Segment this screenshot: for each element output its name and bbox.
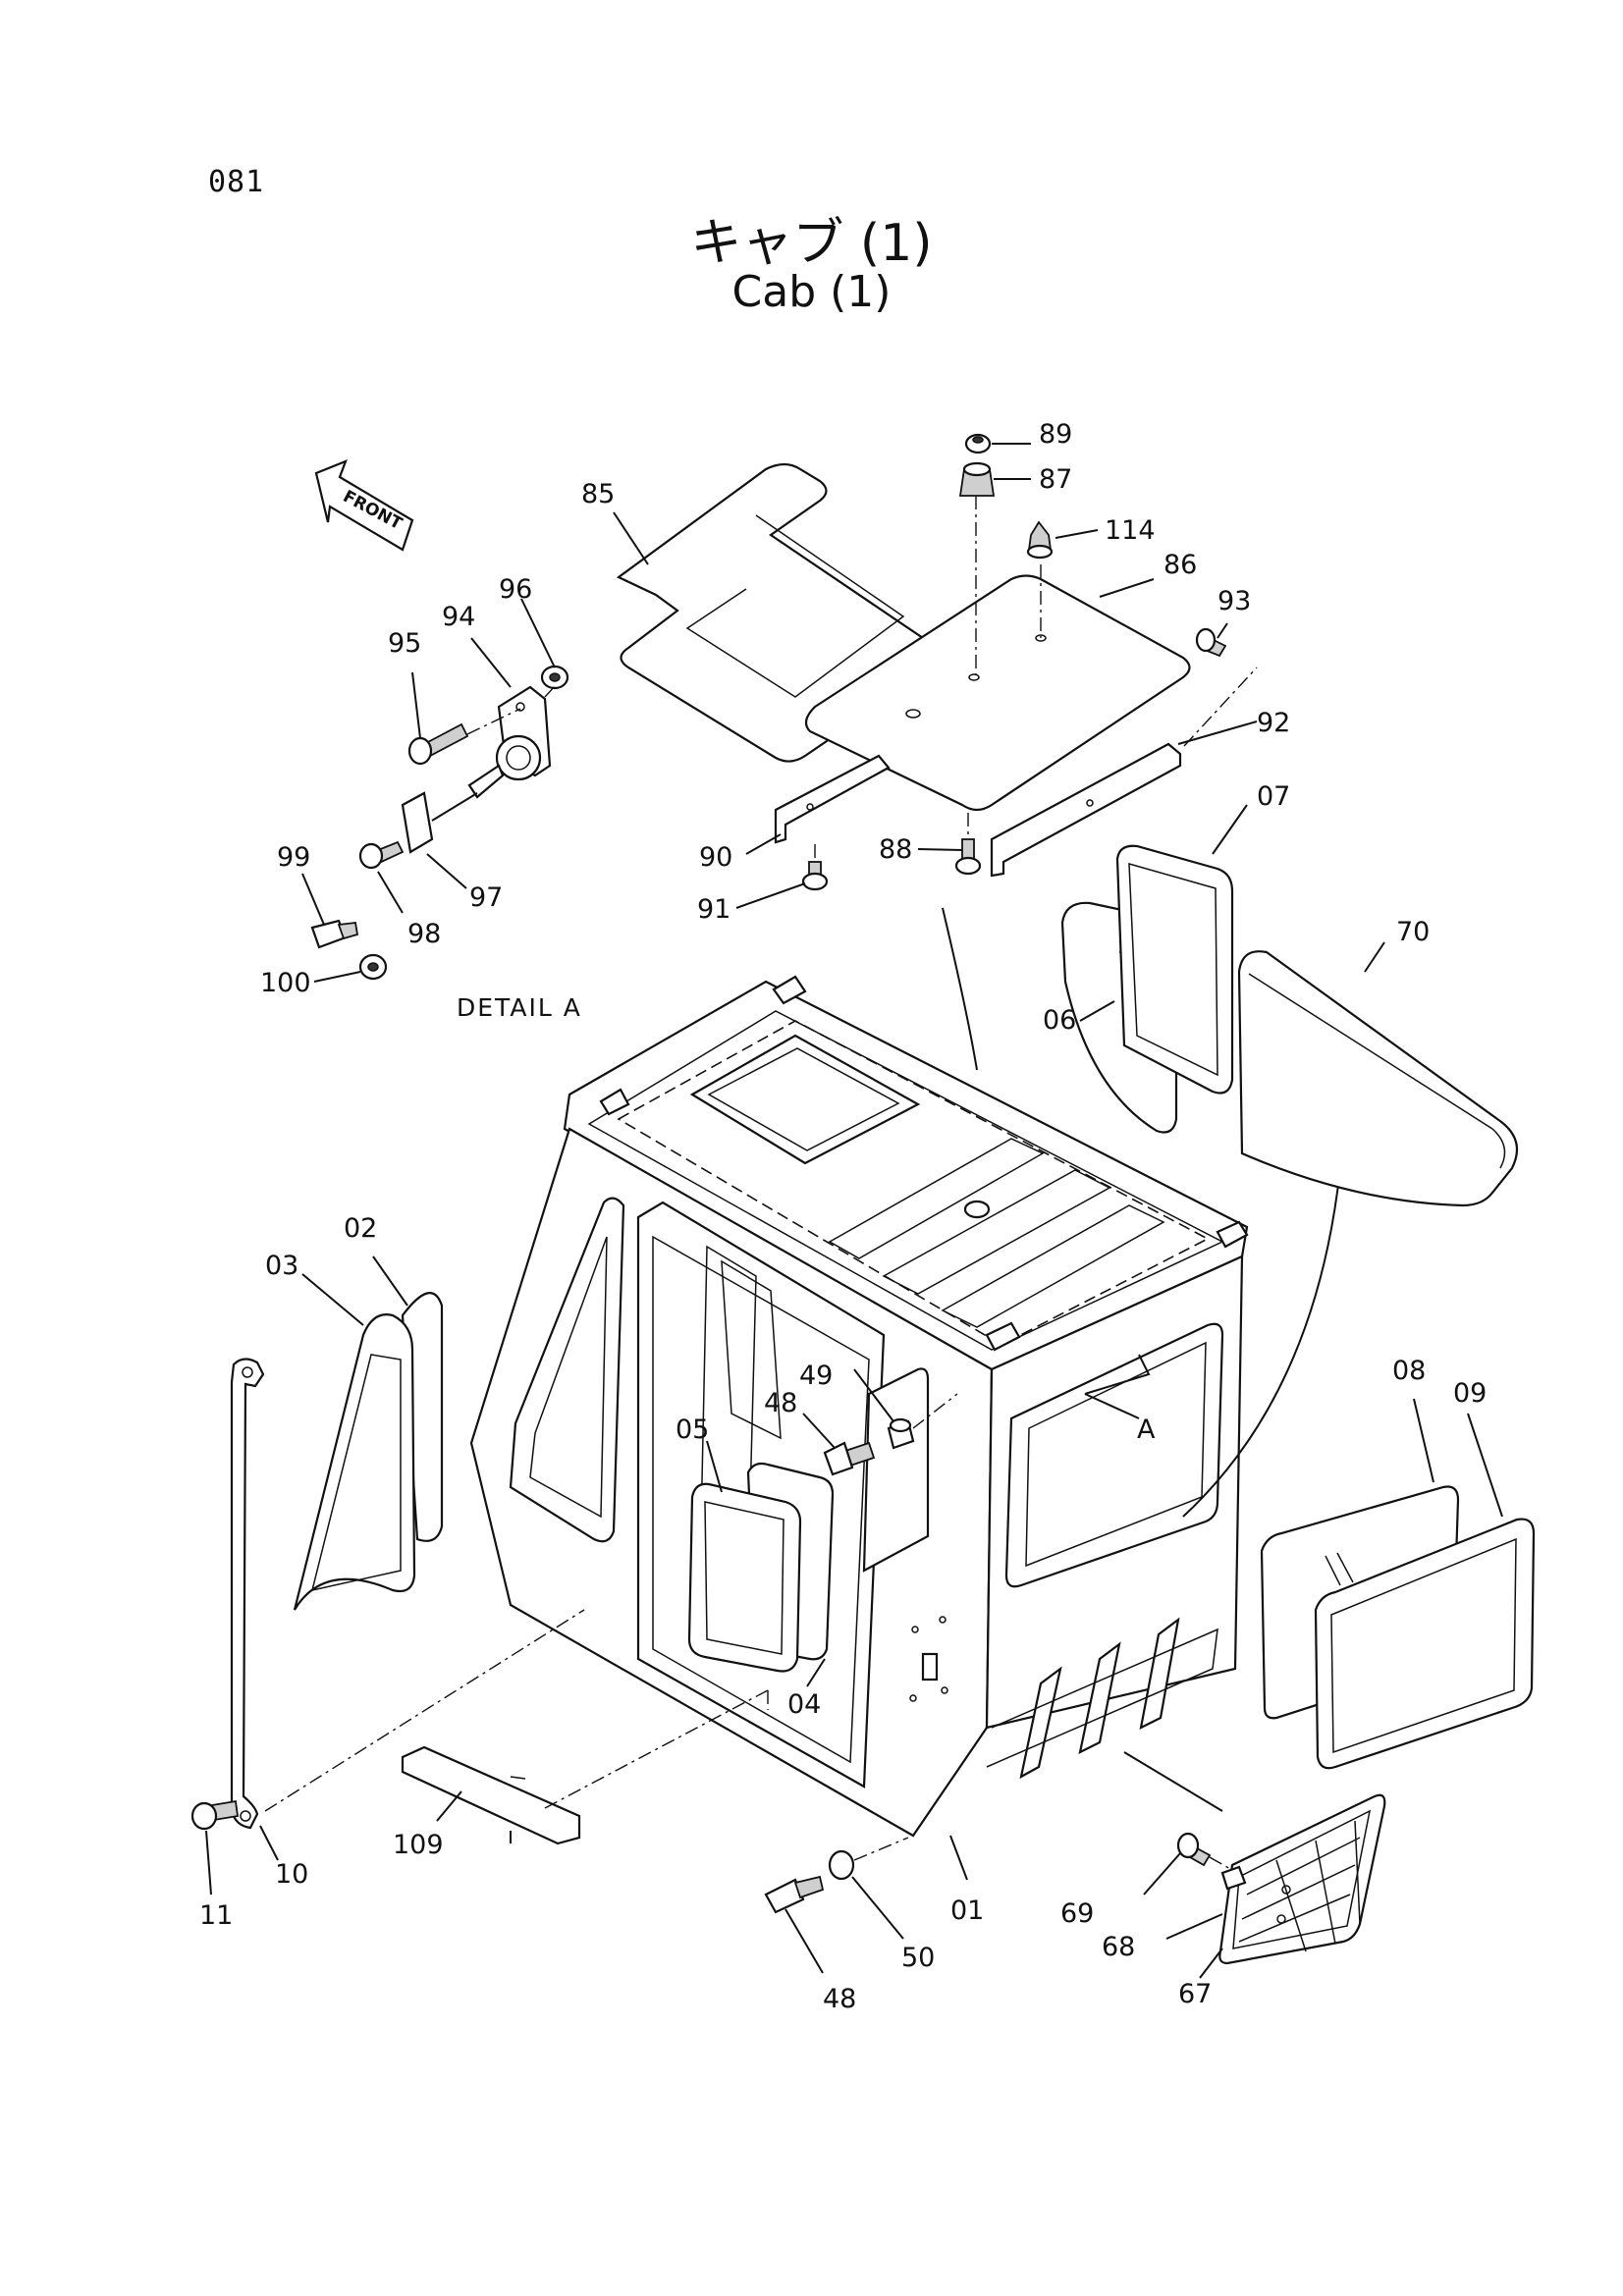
stay-10: [230, 1358, 265, 1830]
callout-95: 95: [388, 628, 421, 659]
stopper-48-lower: [764, 1875, 825, 1914]
callout-69: 69: [1060, 1898, 1094, 1929]
callout-50: 50: [901, 1943, 935, 1973]
glass-70: [1237, 950, 1519, 1207]
nut-96: [540, 665, 569, 690]
bolt-91: [801, 861, 829, 891]
roof-plate: [804, 574, 1191, 812]
callout-114: 114: [1105, 515, 1156, 546]
callout-11: 11: [199, 1900, 233, 1931]
rubber-49: [887, 1417, 915, 1450]
callout-leaders: [205, 443, 1503, 1979]
page-number: 081: [208, 165, 265, 199]
callout-10: 10: [275, 1859, 308, 1890]
detail-caption: DETAIL A: [457, 993, 582, 1022]
bolt-93: [1195, 627, 1227, 658]
nut-89: [964, 433, 992, 454]
callout-96: 96: [499, 574, 532, 605]
clip-114: [1026, 520, 1054, 560]
callout-49: 49: [799, 1361, 833, 1391]
callout-109: 109: [393, 1830, 444, 1860]
front-arrow-icon: FRONT: [314, 459, 414, 552]
callout-02: 02: [344, 1213, 377, 1244]
callout-04: 04: [787, 1689, 821, 1720]
hook-68: [1220, 1865, 1247, 1891]
bolt-98: [358, 840, 405, 870]
buffer-99: [310, 919, 359, 949]
callout-09: 09: [1453, 1378, 1487, 1409]
callout-87: 87: [1039, 464, 1072, 495]
seal-03: [293, 1313, 416, 1611]
latch-assembly-detail-a: [401, 685, 552, 854]
view-a-marker: A: [1137, 1415, 1156, 1445]
callout-01: 01: [950, 1896, 984, 1926]
nut-100: [358, 953, 388, 981]
callout-08: 08: [1392, 1356, 1426, 1386]
cab-body: [469, 975, 1249, 1838]
cap-87: [958, 461, 996, 497]
plate-109: [401, 1745, 581, 1845]
callout-89: 89: [1039, 419, 1072, 450]
callout-94: 94: [442, 602, 475, 632]
callout-06: 06: [1043, 1005, 1076, 1036]
callout-90: 90: [699, 842, 732, 873]
net-67: [1218, 1793, 1386, 1965]
callout-86: 86: [1163, 550, 1197, 580]
bolt-95: [407, 722, 469, 766]
callout-88: 88: [879, 834, 912, 865]
callout-07: 07: [1257, 781, 1290, 812]
page-title-english: Cab (1): [731, 267, 892, 317]
bolt-11: [190, 1799, 240, 1831]
callout-05: 05: [676, 1415, 709, 1445]
callout-98: 98: [407, 919, 441, 949]
rail-92: [990, 742, 1182, 878]
callout-91: 91: [697, 894, 730, 925]
seal-07: [1115, 844, 1234, 1095]
callout-67: 67: [1178, 1979, 1212, 2009]
rail-90: [774, 754, 891, 844]
callout-92: 92: [1257, 708, 1290, 738]
page-title-japanese: キャブ (1): [690, 214, 933, 273]
callout-93: 93: [1217, 586, 1251, 616]
callout-100: 100: [260, 968, 311, 998]
callout-48-upper: 48: [764, 1388, 797, 1418]
callout-85: 85: [581, 479, 615, 509]
callout-68: 68: [1102, 1932, 1135, 1962]
door-seal-05: [687, 1482, 802, 1673]
stopper-48-upper: [823, 1441, 876, 1476]
callout-70: 70: [1396, 917, 1430, 947]
callout-97: 97: [469, 882, 503, 913]
bolt-69: [1176, 1832, 1212, 1867]
callout-03: 03: [265, 1251, 298, 1281]
callout-99: 99: [277, 842, 310, 873]
callout-labels: 89 87 114 86 93 85 96 94 95 92 07 90 88 …: [199, 419, 1487, 2014]
seal-09: [1314, 1518, 1536, 1770]
bolt-88: [954, 838, 982, 876]
callout-48-lower: 48: [823, 1984, 856, 2014]
rubber-50: [828, 1849, 855, 1881]
